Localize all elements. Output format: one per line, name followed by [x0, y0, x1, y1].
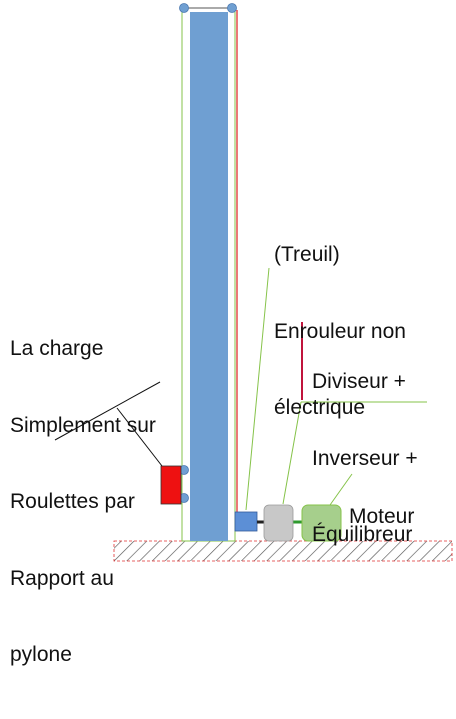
divider-box [263, 504, 294, 542]
label-charge-line-1: La charge [10, 337, 104, 360]
label-charge-line-4: Rapport au [10, 566, 114, 590]
charge-leader-lower [116, 407, 163, 467]
label-charge-line-5: pylone [10, 643, 72, 666]
diagram-svg [54, 3, 453, 562]
top-pulley-right [227, 3, 237, 13]
top-pulley-left [179, 3, 189, 13]
label-treuil: (Treuil) Enrouleur non électrique [274, 191, 406, 472]
winch [234, 511, 258, 532]
treuil-leader [245, 267, 270, 511]
label-treuil-line-2: Enrouleur non [274, 319, 406, 343]
pylon [190, 12, 228, 541]
label-diviseur-line-1: Diviseur + [312, 370, 406, 393]
ground [113, 540, 453, 562]
charge-leader-upper [54, 381, 161, 441]
load [160, 465, 182, 505]
label-treuil-line-1: (Treuil) [274, 243, 340, 266]
label-charge-line-3: Roulettes par [10, 490, 135, 513]
label-diviseur-line-2: Inverseur + [312, 446, 418, 470]
motor-box [301, 504, 342, 542]
label-treuil-line-3: électrique [274, 396, 366, 419]
moteur-leader [329, 473, 353, 506]
label-moteur-line-1: Moteur [349, 505, 415, 528]
diagram-canvas: La charge Simplement sur Roulettes par R… [10, 3, 453, 666]
label-diviseur-line-3: Équilibreur [312, 523, 413, 546]
diviseur-leader [282, 401, 302, 505]
label-charge: La charge Simplement sur Roulettes par R… [10, 285, 156, 719]
label-diviseur: Diviseur + Inverseur + Équilibreur [312, 318, 418, 599]
label-moteur: Moteur [349, 453, 414, 581]
label-charge-line-2: Simplement sur [10, 413, 156, 437]
